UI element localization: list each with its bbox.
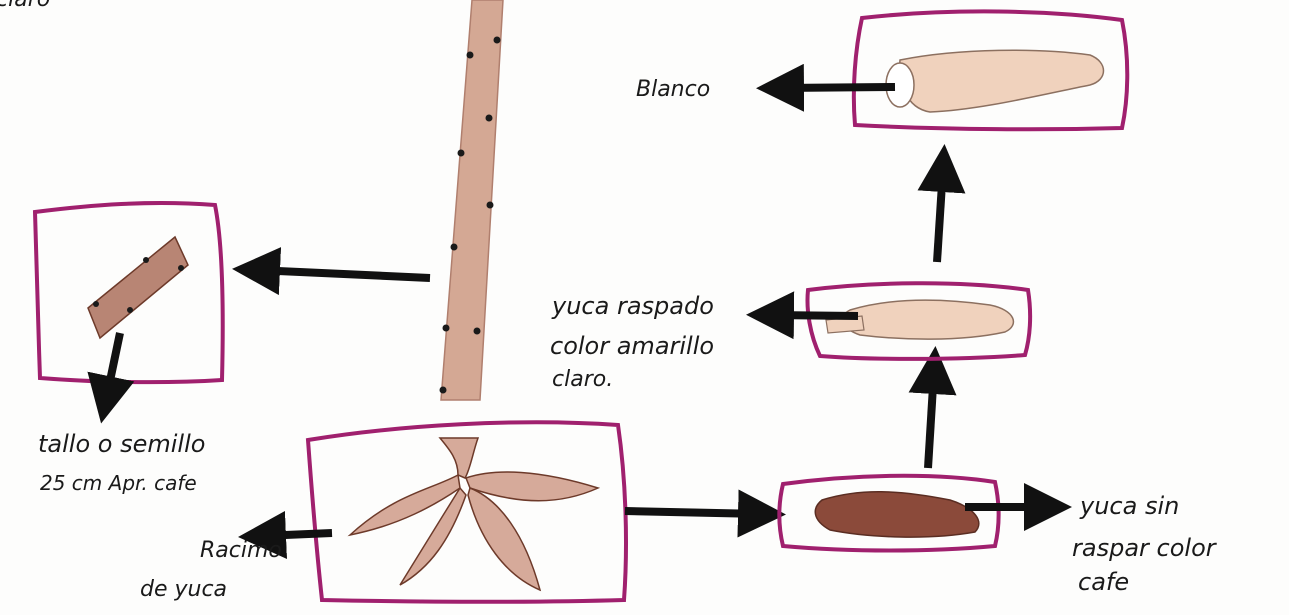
unpeeled-tuber — [815, 492, 979, 537]
label-blanco: Blanco — [636, 77, 710, 102]
arrow-scraped-to-label — [770, 315, 858, 316]
label-tallo-line1: tallo o semillo — [38, 430, 205, 458]
white-tuber-box — [854, 11, 1127, 129]
arrow-stem-to-cutting — [256, 270, 430, 278]
label-racimo-line1: Racimo — [200, 538, 282, 563]
label-top-left-partial: claro — [0, 0, 50, 12]
label-raspado-line2: color amarillo — [550, 332, 714, 360]
arrow-white-to-label — [780, 87, 895, 88]
label-sin-raspar-line3: cafe — [1078, 568, 1129, 596]
arrow-bunch-to-unpeeled — [625, 511, 762, 514]
stem-cutting-box — [35, 203, 223, 382]
arrow-cutting-to-label — [106, 333, 120, 400]
root-bunch-box — [308, 422, 626, 602]
label-raspado-line1: yuca raspado — [551, 292, 714, 320]
label-racimo-line2: de yuca — [140, 577, 227, 602]
arrow-unpeeled-to-scraped — [928, 370, 934, 468]
white-tuber — [900, 50, 1104, 112]
root-bunch — [350, 438, 598, 590]
label-sin-raspar-line2: raspar color — [1072, 534, 1218, 562]
label-raspado-line3: claro. — [552, 367, 613, 392]
scraped-tuber — [843, 300, 1014, 339]
main-stem — [440, 0, 504, 400]
arrow-scraped-to-white — [937, 168, 943, 262]
unpeeled-tuber-box — [779, 476, 999, 551]
label-sin-raspar-line1: yuca sin — [1079, 492, 1179, 520]
arrow-bunch-to-label — [262, 533, 332, 536]
stem-cutting — [88, 237, 188, 338]
scraped-tuber-box — [808, 283, 1031, 359]
label-tallo-line2: 25 cm Apr. cafe — [40, 471, 197, 495]
